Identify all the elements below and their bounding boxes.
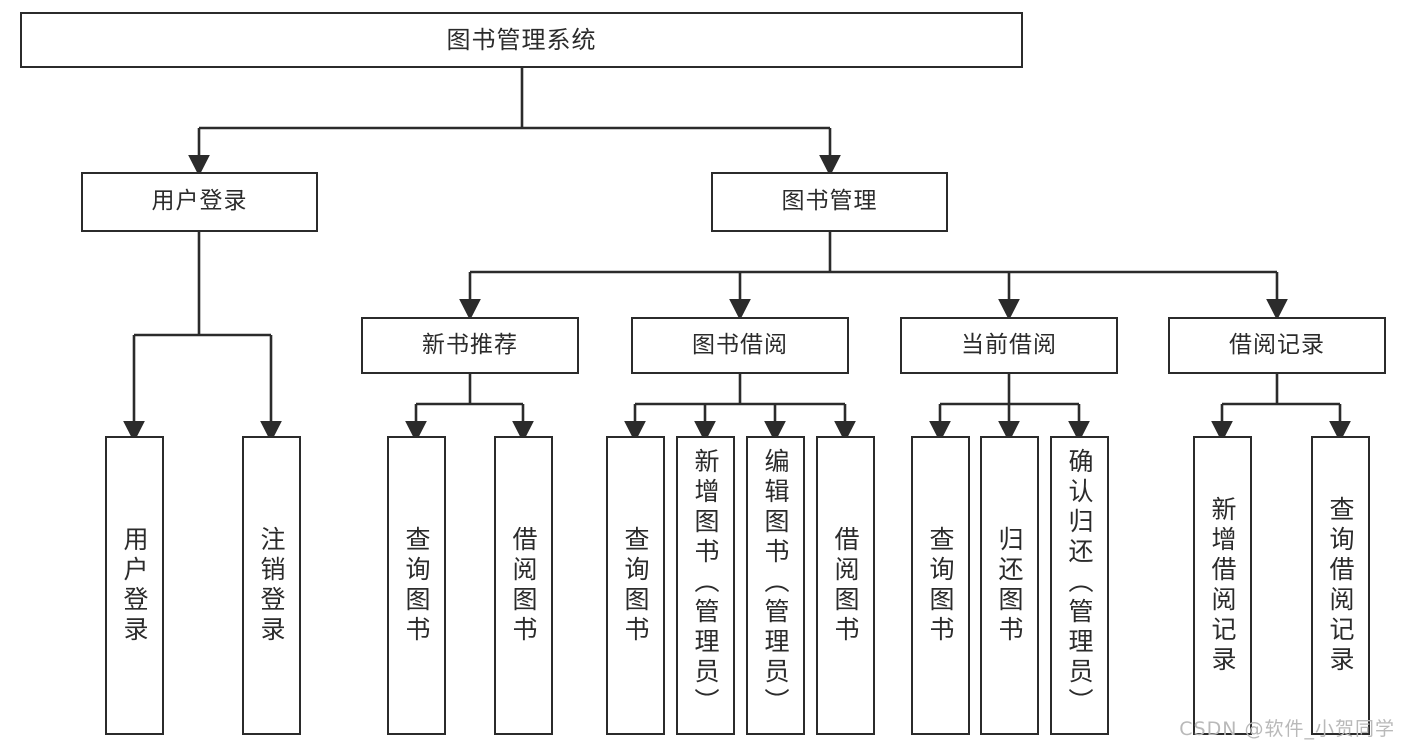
node-label: 归还图书 [995, 525, 1024, 646]
node-label: 查询图书 [926, 525, 955, 646]
node-current-borrow[interactable]: 当前借阅 [900, 317, 1118, 374]
node-label: 查询图书 [402, 525, 431, 646]
node-label: 当前借阅 [961, 331, 1057, 358]
leaf-query-book-borrow[interactable]: 查询图书 [606, 436, 665, 735]
node-label: 用户登录 [120, 525, 149, 646]
node-user-login[interactable]: 用户登录 [81, 172, 318, 232]
leaf-add-borrow-record[interactable]: 新增借阅记录 [1193, 436, 1252, 735]
node-borrow-records[interactable]: 借阅记录 [1168, 317, 1386, 374]
leaf-return-book[interactable]: 归还图书 [980, 436, 1039, 735]
node-label: 借阅记录 [1229, 331, 1325, 358]
node-label: 查询图书 [621, 525, 650, 646]
leaf-borrow-book[interactable]: 借阅图书 [816, 436, 875, 735]
node-book-borrow[interactable]: 图书借阅 [631, 317, 849, 374]
node-label: 注销登录 [257, 525, 286, 646]
leaf-edit-book-admin[interactable]: 编辑图书（管理员） [746, 436, 805, 735]
node-book-management[interactable]: 图书管理 [711, 172, 948, 232]
leaf-add-book-admin[interactable]: 新增图书（管理员） [676, 436, 735, 735]
node-label: 图书管理 [781, 188, 878, 215]
csdn-watermark: CSDN @软件_小贺同学 [1179, 718, 1395, 740]
leaf-borrow-book-recommend[interactable]: 借阅图书 [494, 436, 553, 735]
leaf-query-book-current[interactable]: 查询图书 [911, 436, 970, 735]
node-label: 用户登录 [151, 188, 248, 215]
node-label: 图书管理系统 [446, 25, 597, 54]
leaf-query-book-recommend[interactable]: 查询图书 [387, 436, 446, 735]
node-label: 借阅图书 [509, 525, 538, 646]
node-label: 确认归还（管理员） [1065, 448, 1094, 718]
node-label: 图书借阅 [692, 331, 788, 358]
node-label: 新增借阅记录 [1208, 495, 1237, 676]
node-root-book-management-system[interactable]: 图书管理系统 [20, 12, 1023, 68]
leaf-logout[interactable]: 注销登录 [242, 436, 301, 735]
leaf-confirm-return-admin[interactable]: 确认归还（管理员） [1050, 436, 1109, 735]
leaf-query-borrow-record[interactable]: 查询借阅记录 [1311, 436, 1370, 735]
node-label: 新书推荐 [422, 331, 518, 358]
node-label: 新增图书（管理员） [691, 448, 720, 718]
leaf-user-login[interactable]: 用户登录 [105, 436, 164, 735]
node-new-book-recommend[interactable]: 新书推荐 [361, 317, 579, 374]
node-label: 借阅图书 [831, 525, 860, 646]
node-label: 查询借阅记录 [1326, 495, 1355, 676]
node-label: 编辑图书（管理员） [761, 448, 790, 718]
